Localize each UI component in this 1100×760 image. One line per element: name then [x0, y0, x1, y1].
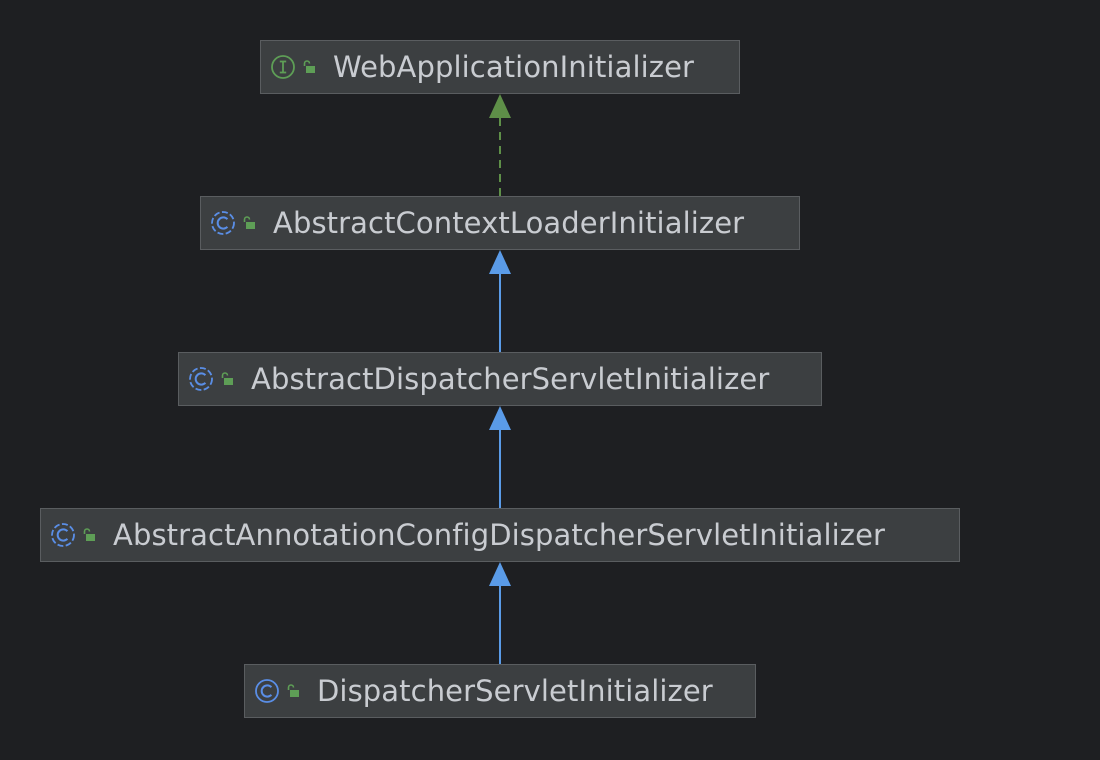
interface-icon	[271, 55, 295, 79]
public-lock-icon	[303, 60, 315, 73]
node-dispatcher-servlet-initializer[interactable]: DispatcherServletInitializer	[244, 664, 756, 718]
arrowhead-extends	[489, 406, 511, 430]
public-lock-icon	[221, 372, 233, 385]
node-label: DispatcherServletInitializer	[317, 674, 713, 708]
arrowhead-implements	[489, 94, 511, 118]
public-lock-icon	[287, 684, 299, 697]
node-label: AbstractDispatcherServletInitializer	[251, 362, 770, 396]
arrowhead-extends	[489, 250, 511, 274]
node-label: AbstractAnnotationConfigDispatcherServle…	[113, 518, 886, 552]
abstract-class-icon	[211, 211, 235, 235]
node-abstract-annotation-config-dispatcher-servlet-initializer[interactable]: AbstractAnnotationConfigDispatcherServle…	[40, 508, 960, 562]
node-label: AbstractContextLoaderInitializer	[273, 206, 745, 240]
node-abstract-context-loader-initializer[interactable]: AbstractContextLoaderInitializer	[200, 196, 800, 250]
abstract-class-icon	[51, 523, 75, 547]
class-icon	[255, 679, 279, 703]
public-lock-icon	[83, 528, 95, 541]
abstract-class-icon	[189, 367, 213, 391]
arrowhead-extends	[489, 562, 511, 586]
public-lock-icon	[243, 216, 255, 229]
node-web-application-initializer[interactable]: WebApplicationInitializer	[260, 40, 740, 94]
node-abstract-dispatcher-servlet-initializer[interactable]: AbstractDispatcherServletInitializer	[178, 352, 822, 406]
node-label: WebApplicationInitializer	[333, 50, 695, 84]
